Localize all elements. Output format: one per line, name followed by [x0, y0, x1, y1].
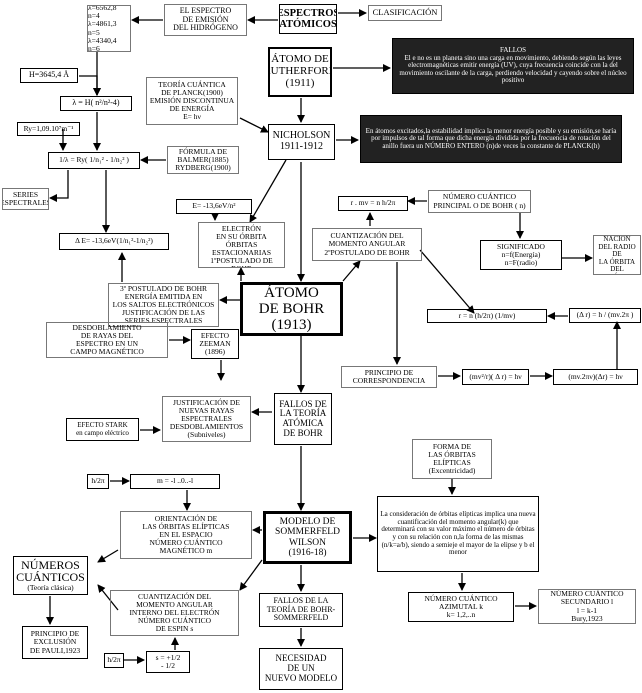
m-values-node: m = -l ..0..-l — [130, 474, 220, 489]
edge — [419, 249, 475, 314]
edge — [97, 549, 119, 563]
lineas-n-node: n=3 λ=6562,8 n=4 λ=4861,3 n=5 λ=4340,4 n… — [87, 5, 131, 52]
cuantizacion-interno-node: CUANTIZACIÓN DEL MOMENTO ANGULAR INTERNO… — [110, 590, 239, 636]
numero-secundario-node: NÚMERO CUÁNTICO SECUNDARIO l l = k-1 Bur… — [538, 589, 636, 624]
numero-cuantico-principal-node: NÚMERO CUÁNTICO PRINCIPAL O DE BOHR ( n) — [428, 190, 531, 213]
cuantizacion-momento-node: CUANTIZACIÓN DEL MOMENTO ANGULAR 2ºPOSTU… — [312, 228, 422, 261]
delta-e-formula-node: Δ E= -13,6eV(1/n₁²-1/n₂²) — [59, 233, 169, 250]
h-2pi-b-node: h/2π — [104, 653, 124, 668]
tercer-postulado-node: 3º POSTULADO DE BOHR ENERGÍA EMITIDA EN … — [108, 283, 219, 327]
orientacion-orbitas-node: ORIENTACIÓN DE LAS ÓRBITAS ELÍPTICAS EN … — [120, 511, 252, 559]
numeros-cuanticos-node: NÚMEROS CUÁNTICOS (Teoría clásica) — [13, 556, 88, 595]
efecto-stark-node: EFECTO STARK en campo eléctrico — [66, 418, 139, 441]
teoria-planck-node: TEORÍA CUÁNTICA DE PLANCK(1900) EMISIÓN … — [146, 77, 238, 125]
nicholson-description-node: En átomos excitados,la estabilidad impli… — [360, 115, 622, 163]
clasificacion-node: CLASIFICACIÓN — [368, 5, 442, 21]
delta-r-node: (Δ r) = h / (mv.2π ) — [569, 308, 641, 323]
r-formula-node: r = n (h/2π) (1/mv) — [427, 309, 547, 323]
necesidad-modelo-node: NECESIDAD DE UN NUEVO MODELO — [259, 648, 343, 690]
espectros-atomicos-node: ESPECTROS ATÓMICOS — [279, 4, 337, 34]
numero-azimutal-node: NÚMERO CUÁNTICO AZIMUTAL k k= 1,2,..n — [408, 592, 514, 622]
fallos-rutherford-node: FALLOS El e no es un planeta sino una ca… — [392, 38, 634, 94]
edge — [97, 584, 119, 611]
edge — [239, 559, 263, 591]
modelo-sommerfeld-node: MODELO DE SOMMERFELD WILSON (1916-18) — [263, 511, 352, 564]
h-constant-node: H=3645,4 Å — [20, 68, 78, 83]
series-espectrales-node: SERIES ESPECTRALES — [2, 188, 49, 210]
edge — [342, 260, 361, 282]
mv2pi-formula-node: (mv.2πν)(Δr) = hν — [553, 369, 638, 385]
mv2r-formula-node: (mv²/r)( Δ r) = hν — [462, 369, 529, 385]
fallos-sommerfeld-node: FALLOS DE LA TEORÍA DE BOHR- SOMMERFELD — [259, 593, 343, 627]
e-13-6-node: E= -13,6eV/n² — [176, 199, 252, 214]
h-2pi-a-node: h/2π — [87, 474, 109, 489]
edge — [249, 159, 287, 223]
atomo-rutherford-node: ÁTOMO DE RUTHERFORD (1911) — [268, 47, 332, 97]
nicholson-node: NICHOLSON 1911-1912 — [268, 124, 335, 160]
energia-electron-node: ENERGÍA DEL ELECTRÓN EN SU ÓRBITA ÓRBITA… — [198, 222, 285, 268]
r-mv-formula-node: r . mv = n h/2π — [338, 196, 408, 211]
balmer-node: FÓRMULA DE BALMER(1885) RYDBERG(1900) — [167, 146, 239, 174]
edge — [49, 170, 69, 202]
radio-orbita-node: DETERMI NACIÓN DEL RADIO DE LA ÓRBITA DE… — [593, 235, 641, 275]
consideracion-orbitas-node: La consideración de órbitas elípticas im… — [377, 496, 539, 572]
justificacion-rayas-node: JUSTIFICACIÓN DE NUEVAS RAYAS ESPECTRALE… — [162, 396, 251, 442]
ry-constant-node: Ry=1,09.10⁷m⁻¹ — [17, 122, 80, 136]
atomo-bohr-node: ÁTOMO DE BOHR (1913) — [240, 282, 343, 336]
espectro-hidrogeno-node: EL ESPECTRO DE EMISIÓN DEL HIDRÓGENO — [164, 4, 247, 36]
fallos-bohr-node: FALLOS DE LA TEORÍA ATÓMICA DE BOHR — [274, 393, 332, 445]
s-values-node: s = +1/2 - 1/2 — [146, 651, 190, 673]
rydberg-formula-node: 1/λ = Ry( 1/n₁² - 1/n₂² ) — [48, 152, 140, 169]
principio-pauli-node: PRINCIPIO DE EXCLUSIÓN DE PAULI,1923 — [22, 626, 88, 659]
efecto-zeeman-node: EFECTO ZEEMAN (1896) — [191, 329, 239, 359]
principio-correspondencia-node: PRINCIPIO DE CORRESPONDENCIA — [341, 366, 437, 388]
edge — [79, 75, 101, 96]
teoria-clasica-label: (Teoría clásica) — [27, 583, 74, 593]
significado-node: SIGNIFICADO n=f(Energía) n=F(radio) — [480, 240, 562, 270]
forma-orbitas-node: FORMA DE LAS ÓRBITAS ELÍPTICAS (Excentri… — [412, 439, 492, 479]
numeros-cuanticos-title: NÚMEROS CUÁNTICOS — [16, 557, 85, 585]
desdoblamiento-node: DESDOBLAMIENTO DE RAYAS DEL ESPECTRO EN … — [46, 322, 168, 358]
edge — [239, 117, 269, 133]
lambda-h-formula-node: λ = H( n²/n²-4) — [60, 96, 132, 111]
